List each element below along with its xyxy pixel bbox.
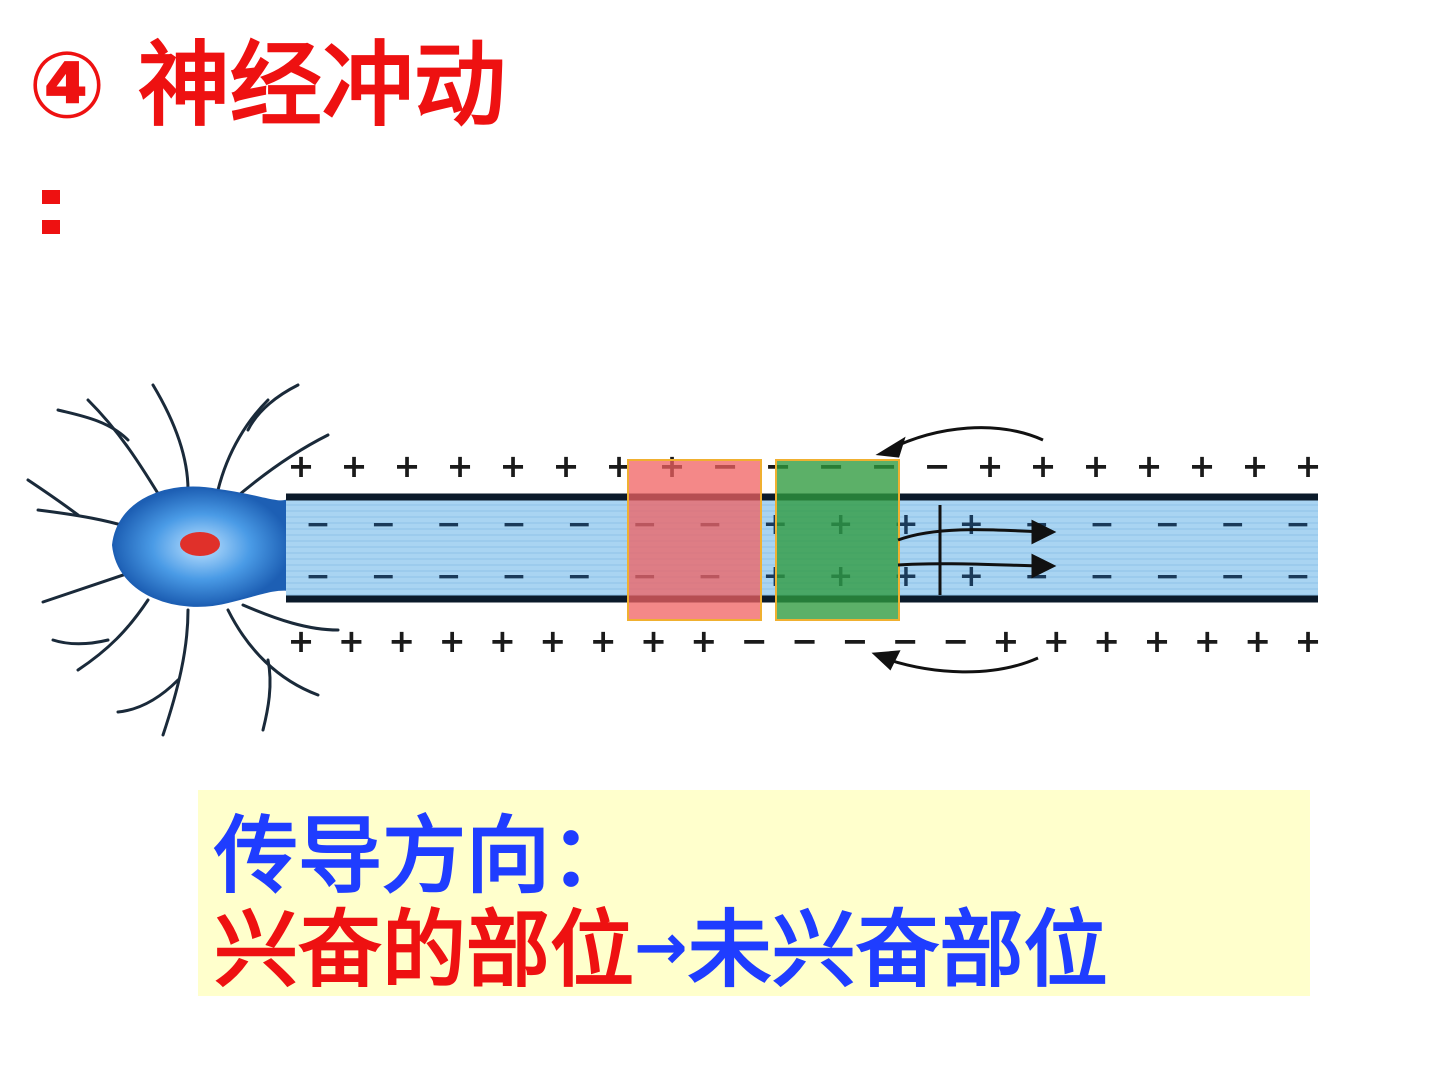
inner-top-charge-13: −	[1155, 507, 1180, 542]
inner-top-charge-1: −	[371, 507, 396, 542]
outer-top-charge-3: +	[447, 447, 474, 485]
outer-top-charge-18: +	[1242, 447, 1269, 485]
outer-top-charge-4: +	[500, 447, 527, 485]
outer-top-charge-13: +	[977, 447, 1004, 485]
inner-top-charge-0: −	[305, 507, 330, 542]
local-current-arrows	[871, 426, 1057, 674]
outer-bottom-charge-18: +	[1194, 622, 1221, 660]
inner-top-charge-12: −	[1089, 507, 1114, 542]
outer-bottom-charge-11: −	[841, 622, 868, 660]
inner-bottom-charge-4: −	[567, 559, 592, 594]
inner-bottom-charge-14: −	[1220, 559, 1245, 594]
inner-bottom-charge-1: −	[371, 559, 396, 594]
outer-top-charge-12: −	[924, 447, 951, 485]
inner-top-charge-15: −	[1285, 507, 1310, 542]
outer-top-charge-2: +	[394, 447, 421, 485]
excited-site-text: 兴奋的部位	[214, 901, 635, 999]
outer-bottom-charge-17: +	[1144, 622, 1171, 660]
outer-bottom-charge-9: −	[741, 622, 768, 660]
outer-bottom-charge-15: +	[1043, 622, 1070, 660]
outer-bottom-charge-19: +	[1244, 622, 1271, 660]
outer-bottom-charge-13: −	[942, 622, 969, 660]
outer-bottom-charge-10: −	[791, 622, 818, 660]
outer-top-charge-15: +	[1083, 447, 1110, 485]
excited-region-box	[627, 459, 762, 621]
slide-title: ④ 神经冲动	[28, 32, 506, 139]
nucleus	[180, 532, 220, 556]
conduction-direction-box: 传导方向： 兴奋的部位→未兴奋部位	[198, 790, 1310, 996]
outer-bottom-charge-20: +	[1295, 622, 1322, 660]
outer-top-charge-16: +	[1136, 447, 1163, 485]
outer-bottom-charge-6: +	[590, 622, 617, 660]
outer-bottom-charge-3: +	[439, 622, 466, 660]
outer-bottom-charge-16: +	[1093, 622, 1120, 660]
outer-bottom-charge-5: +	[539, 622, 566, 660]
inner-top-charge-4: −	[567, 507, 592, 542]
inner-top-charge-3: −	[501, 507, 526, 542]
neuron-diagram: ++++++++−−−−−+++++++ +++++++++−−−−−+++++…	[26, 383, 1322, 737]
outer-bottom-charges: +++++++++−−−−−+++++++	[288, 622, 1322, 660]
inner-bottom-charge-12: −	[1089, 559, 1114, 594]
outer-bottom-charge-2: +	[388, 622, 415, 660]
outer-bottom-charge-7: +	[640, 622, 667, 660]
inner-bottom-charge-13: −	[1155, 559, 1180, 594]
outer-bottom-charge-8: +	[690, 622, 717, 660]
outer-top-charge-14: +	[1030, 447, 1057, 485]
title-colon	[42, 190, 60, 236]
outer-top-charge-17: +	[1189, 447, 1216, 485]
unexcited-site-text: 未兴奋部位	[687, 901, 1108, 999]
conduction-direction-label: 传导方向：	[214, 807, 635, 905]
inner-bottom-charge-15: −	[1285, 559, 1310, 594]
outer-top-charge-5: +	[553, 447, 580, 485]
outer-top-charge-1: +	[341, 447, 368, 485]
inner-top-charge-14: −	[1220, 507, 1245, 542]
direction-arrow: →	[634, 911, 688, 985]
inner-bottom-charge-0: −	[305, 559, 330, 594]
conduction-direction-text: 兴奋的部位→未兴奋部位	[214, 908, 1108, 992]
outer-bottom-charge-4: +	[489, 622, 516, 660]
inner-bottom-charge-3: −	[501, 559, 526, 594]
inner-top-charge-2: −	[436, 507, 461, 542]
outer-top-charge-0: +	[288, 447, 315, 485]
outer-top-charge-19: +	[1295, 447, 1322, 485]
outer-bottom-charge-14: +	[992, 622, 1019, 660]
unexcited-region-box	[775, 459, 900, 621]
dendrites	[26, 383, 340, 737]
inner-bottom-charge-2: −	[436, 559, 461, 594]
inner-top-charge-10: +	[959, 507, 984, 542]
outer-bottom-charge-0: +	[288, 622, 315, 660]
outer-bottom-charge-1: +	[338, 622, 365, 660]
